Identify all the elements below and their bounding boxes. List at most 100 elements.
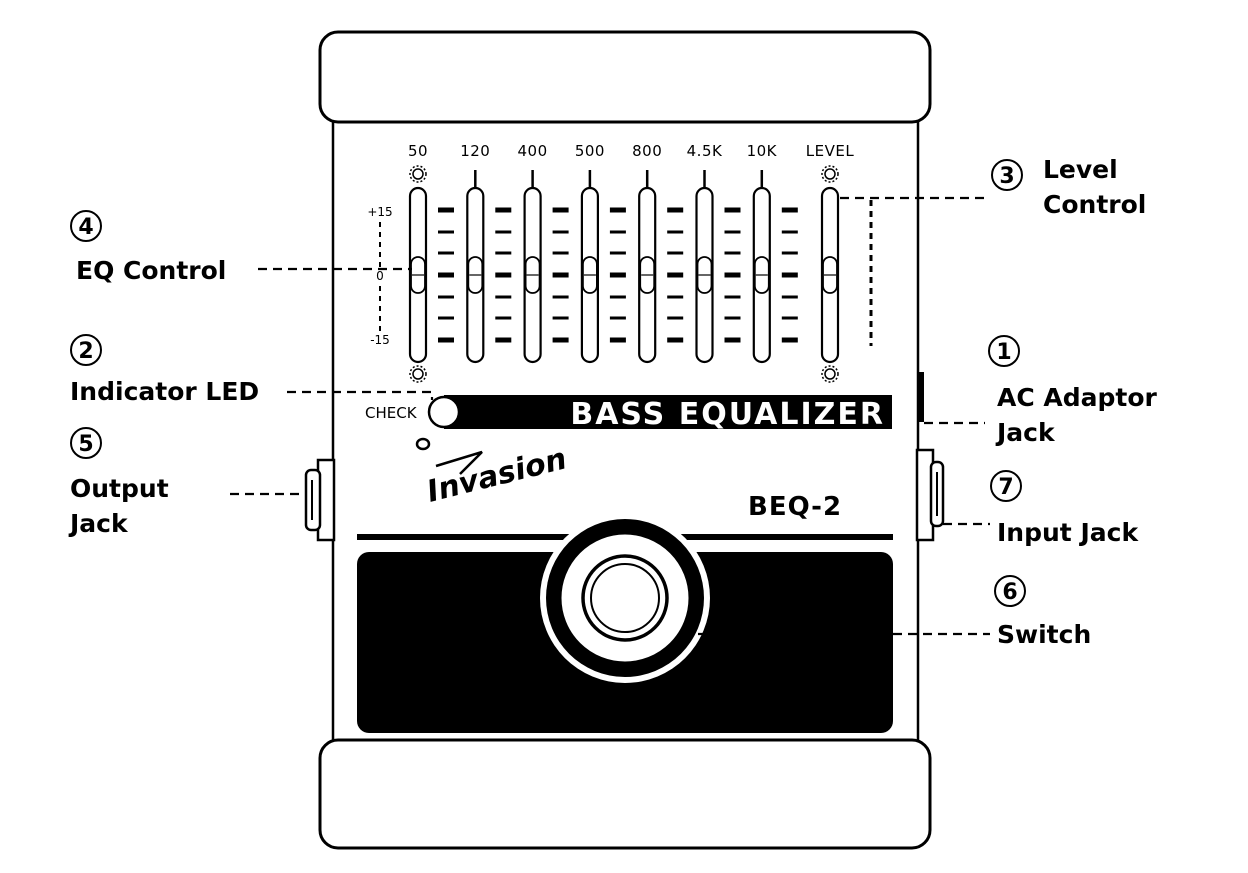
scale-tick xyxy=(724,295,741,299)
eq-slider-800[interactable]: 800 xyxy=(632,142,662,364)
eq-band-label: 10K xyxy=(747,142,778,160)
callout-label-line-2: Control xyxy=(1043,190,1146,219)
callout-eq-control: ④ 4 EQ Control xyxy=(70,210,226,285)
callout-label-line-1: AC Adaptor xyxy=(997,383,1158,412)
scale-tick xyxy=(724,272,741,278)
input-jack-hardware xyxy=(915,448,945,542)
eq-band-label: 500 xyxy=(575,142,605,160)
scale-tick xyxy=(667,230,684,234)
scale-tick xyxy=(667,316,684,320)
scale-tick xyxy=(781,316,798,320)
bottom-end-cap xyxy=(318,738,932,850)
model-name: BEQ-2 xyxy=(748,492,842,522)
indicator-led xyxy=(427,395,461,429)
scale-tick xyxy=(438,316,454,320)
callout-label-line-1: EQ Control xyxy=(76,256,226,285)
scale-tick xyxy=(667,295,684,299)
leader-indicator-led xyxy=(287,390,434,400)
scale-tick xyxy=(724,337,741,343)
scale-label-zero: 0 xyxy=(376,269,384,283)
scale-tick xyxy=(724,207,741,213)
slider-screw-top-inner xyxy=(824,168,836,180)
scale-tick xyxy=(781,295,798,299)
svg-text:7: 7 xyxy=(998,475,1013,500)
eq-band-label: 50 xyxy=(408,142,428,160)
scale-tick xyxy=(552,316,569,320)
scale-tick xyxy=(495,295,512,299)
scale-tick xyxy=(552,230,569,234)
scale-tick xyxy=(438,337,454,343)
scale-tick xyxy=(552,295,569,299)
scale-tick xyxy=(552,272,569,278)
slider-screw-bottom xyxy=(821,365,839,383)
callout-switch: ⑥ 6 Switch xyxy=(994,575,1091,649)
scale-tick xyxy=(609,207,626,213)
svg-text:1: 1 xyxy=(996,340,1011,365)
scale-tick xyxy=(609,230,626,234)
scale-tick xyxy=(667,337,684,343)
scale-tick xyxy=(438,272,454,278)
scale-tick xyxy=(609,295,626,299)
scale-tick xyxy=(552,207,569,213)
scale-tick xyxy=(609,272,626,278)
callout-label-line-2: Jack xyxy=(68,509,129,538)
slider-screw-bottom xyxy=(409,365,427,383)
scale-tick xyxy=(438,295,454,299)
callout-label-line-2: Jack xyxy=(995,418,1056,447)
eq-slider-500[interactable]: 500 xyxy=(575,142,605,364)
svg-text:6: 6 xyxy=(1002,580,1017,605)
scale-tick xyxy=(495,272,512,278)
callout-label-line-1: Input Jack xyxy=(997,518,1139,547)
scale-tick xyxy=(438,230,454,234)
scale-tick xyxy=(495,337,512,343)
slider-screw-top xyxy=(821,165,839,183)
level-slider[interactable]: LEVEL xyxy=(806,142,855,383)
scale-tick xyxy=(781,230,798,234)
scale-tick xyxy=(667,251,684,255)
scale-tick xyxy=(438,207,454,213)
eq-slider-120[interactable]: 120 xyxy=(460,142,490,364)
svg-text:3: 3 xyxy=(999,164,1014,189)
scale-tick xyxy=(438,251,454,255)
slider-group: 50 120 400 500 800 4.5K 10K LEVEL xyxy=(408,142,855,383)
callout-input-jack: ⑦ 7 Input Jack xyxy=(990,470,1139,547)
scale-tick xyxy=(495,207,512,213)
scale-tick xyxy=(552,251,569,255)
scale-tick xyxy=(781,251,798,255)
slider-screw-bottom-inner xyxy=(412,368,424,380)
eq-slider-4-5k[interactable]: 4.5K xyxy=(687,142,723,364)
scale-tick xyxy=(495,230,512,234)
scale-tick xyxy=(609,337,626,343)
scale-tick xyxy=(724,316,741,320)
callout-label-line-1: Output xyxy=(70,474,169,503)
scale-tick xyxy=(552,337,569,343)
scale-tick xyxy=(495,251,512,255)
eq-band-label: 400 xyxy=(518,142,548,160)
callout-ac-adaptor-jack: ① 1 AC Adaptor Jack xyxy=(988,335,1158,447)
scale-tick xyxy=(667,272,684,278)
level-slider-label: LEVEL xyxy=(806,142,855,160)
callout-label-line-1: Switch xyxy=(997,620,1091,649)
eq-band-label: 4.5K xyxy=(687,142,723,160)
eq-slider-50[interactable]: 50 xyxy=(408,142,428,383)
eq-slider-10k[interactable]: 10K xyxy=(747,142,778,364)
top-end-cap xyxy=(318,30,932,124)
eq-band-label: 120 xyxy=(460,142,490,160)
scale-tick xyxy=(724,230,741,234)
footswitch[interactable] xyxy=(558,531,692,665)
eq-slider-400[interactable]: 400 xyxy=(518,142,548,364)
slider-screw-top-inner xyxy=(412,168,424,180)
product-name: BASS EQUALIZER xyxy=(570,397,885,432)
ac-adaptor-jack-hardware xyxy=(918,372,924,422)
callout-indicator-led: ② 2 Indicator LED xyxy=(70,334,259,406)
scale-tick xyxy=(781,207,798,213)
svg-text:4: 4 xyxy=(78,215,93,240)
scale-label-minus: -15 xyxy=(370,333,390,347)
scale-tick xyxy=(667,207,684,213)
callout-label-line-1: Indicator LED xyxy=(70,377,259,406)
slider-screw-top xyxy=(409,165,427,183)
eq-band-label: 800 xyxy=(632,142,662,160)
callout-output-jack: ⑤ 5 Output Jack xyxy=(68,427,169,538)
